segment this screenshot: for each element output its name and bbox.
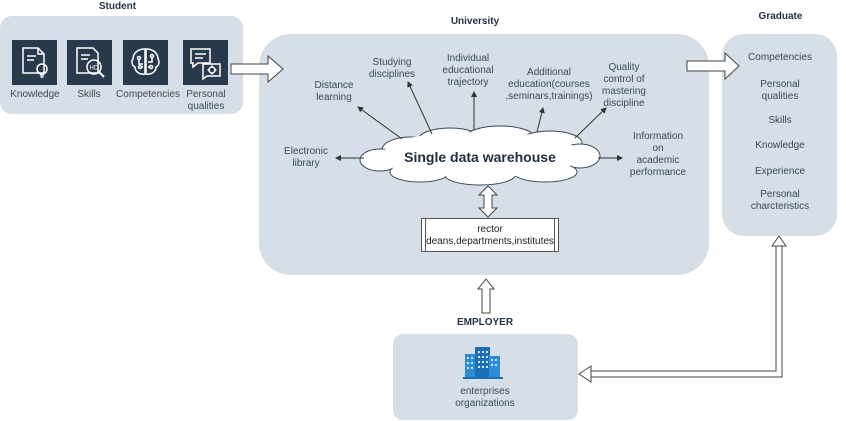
graduate-item-competencies: Competencies (748, 52, 812, 63)
university-title: University (450, 16, 500, 27)
output-electronic-library: Electronic library (284, 146, 328, 169)
student-to-university-arrow (230, 54, 284, 84)
graduate-item-experience: Experience (754, 166, 806, 177)
graduate-item-knowledge: Knowledge (755, 140, 805, 151)
employer-title: EMPLOYER (456, 317, 514, 328)
brain-circuit-icon (123, 40, 168, 85)
warehouse-label: Single data warehouse (404, 149, 556, 165)
output-distance-learning: Distance learning (314, 80, 354, 103)
graduate-item-skills: Skills (768, 115, 792, 126)
chat-gear-icon (183, 40, 228, 85)
document-lightbulb-icon (12, 40, 57, 85)
student-item-competencies: Competencies (116, 89, 180, 100)
warehouse-admin-double-arrow (477, 185, 499, 218)
student-item-personal-qualities: Personal qualities (186, 89, 226, 112)
admin-box: rector deans,departments,institutes (421, 218, 559, 252)
output-quality-control: Quality control of mastering discipline (602, 62, 646, 109)
student-item-knowledge: Knowledge (10, 89, 60, 100)
admin-label: rector deans,departments,institutes (426, 224, 554, 247)
student-item-skills: Skills (77, 89, 101, 100)
university-to-graduate-arrow (686, 51, 740, 81)
document-hd-magnifier-icon: HD (67, 40, 112, 85)
svg-text:HD: HD (89, 65, 99, 72)
graduate-title: Graduate (758, 11, 803, 22)
graduate-item-personal-characteristics: Personal charcteristics (750, 189, 810, 212)
graduate-panel (722, 34, 837, 236)
output-studying-disciplines: Studying disciplines (368, 57, 416, 80)
employer-label: enterprises organizations (455, 386, 515, 409)
office-buildings-icon (463, 344, 503, 380)
output-individual-trajectory: Individual educational trajectory (442, 53, 494, 88)
graduate-item-personal-qualities: Personal qualities (760, 79, 800, 102)
graduate-employer-connector (590, 244, 783, 378)
output-academic-performance: Information on academic performance (629, 131, 687, 178)
output-additional-education: Additional education(courses ,seminars,t… (505, 67, 593, 102)
employer-to-university-arrow (476, 278, 496, 314)
student-title: Student (98, 1, 137, 12)
